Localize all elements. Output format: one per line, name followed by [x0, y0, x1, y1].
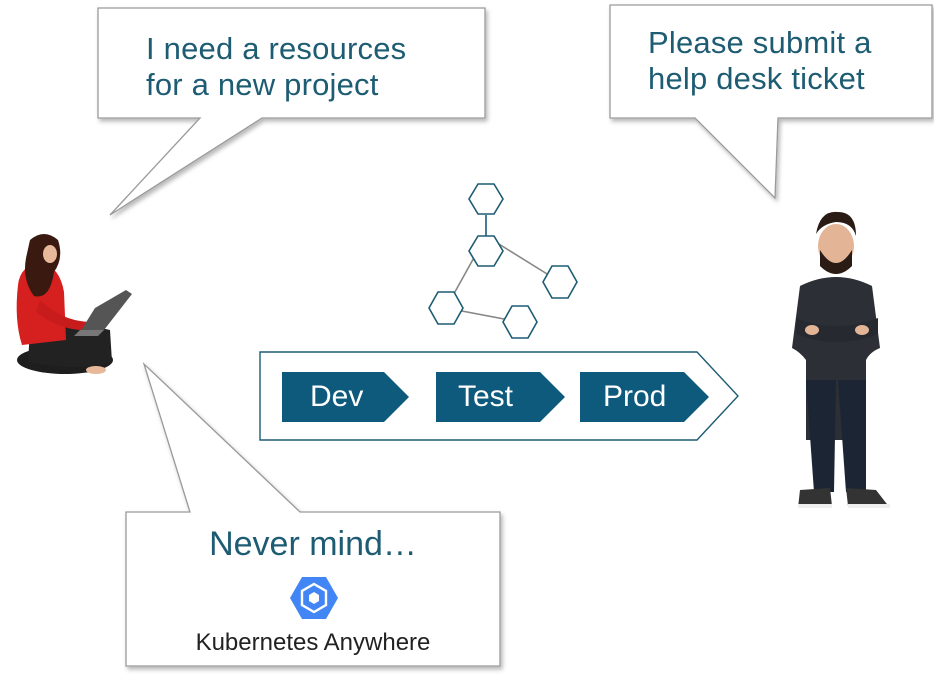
kubernetes-anywhere-label: Kubernetes Anywhere: [195, 629, 431, 656]
hexagon-network-icon: [428, 183, 578, 339]
stage-test-chevron: [436, 372, 565, 422]
helpdesk-reply-line-2: help desk ticket: [648, 61, 865, 96]
stage-test-label: Test: [458, 380, 514, 413]
user-request-line-1: I need a resources: [146, 31, 407, 66]
helpdesk-speech-bubble: [609, 4, 933, 200]
resolution-text: Never mind…: [209, 525, 417, 563]
man-standing-illustration: [792, 211, 890, 508]
woman-with-laptop-illustration: [16, 234, 132, 374]
user-request-line-2: for a new project: [146, 67, 379, 102]
user-speech-bubble: [97, 7, 486, 216]
kubernetes-engine-hexagon-icon: [290, 577, 338, 619]
stage-dev-chevron: [282, 372, 409, 422]
resolution-speech-bubble: [125, 361, 501, 667]
helpdesk-reply-line-1: Please submit a: [648, 25, 872, 60]
stage-prod-chevron: [580, 372, 709, 422]
stage-prod-label: Prod: [603, 380, 667, 413]
stage-dev-label: Dev: [310, 380, 364, 413]
